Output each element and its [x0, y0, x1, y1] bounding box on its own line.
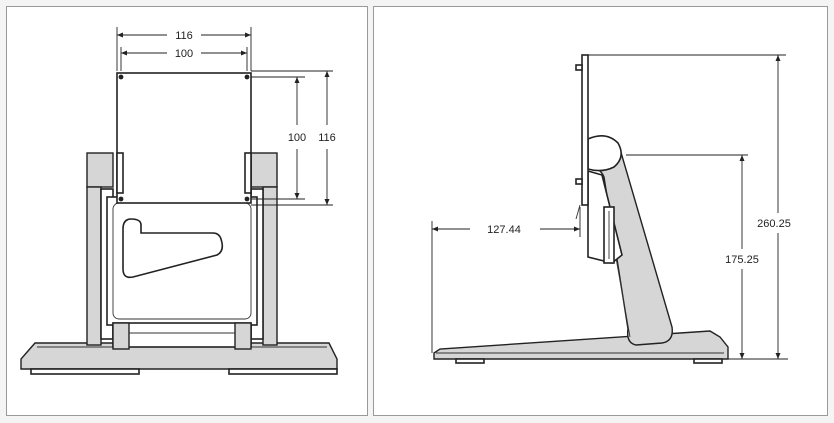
vesa-clip-left	[116, 152, 124, 194]
dim-offset: 127.44	[431, 207, 581, 353]
dim-width-inner-label: 100	[175, 48, 193, 60]
side-foot-right	[693, 358, 723, 364]
front-hinge-left	[86, 152, 114, 188]
front-hinge-right	[250, 152, 278, 188]
dim-offset-label: 127.44	[487, 224, 521, 236]
side-hinge	[587, 135, 622, 172]
dim-height-outer: 116	[251, 70, 336, 206]
side-screw-bottom	[575, 178, 583, 185]
vesa-hole-bl	[118, 196, 124, 202]
vesa-hole-tl	[118, 74, 124, 80]
dim-height-inner-label: 100	[288, 132, 306, 144]
front-upright-left	[86, 186, 102, 346]
dim-height-outer-label: 116	[318, 132, 336, 144]
vesa-hole-tr	[244, 74, 250, 80]
front-foot-left	[30, 368, 140, 375]
vesa-hole-br	[244, 196, 250, 202]
front-upright-right	[262, 186, 278, 346]
dim-width-inner: 100	[120, 47, 248, 71]
dim-width-outer-label: 116	[175, 30, 193, 42]
dim-total-height: 260.25	[588, 54, 791, 359]
side-screw-top	[575, 64, 583, 71]
dim-width-outer: 116	[116, 27, 252, 71]
side-foot-left	[455, 358, 485, 364]
front-view-drawing: 116 100 100	[20, 27, 338, 375]
front-lower-tab-right	[234, 322, 252, 350]
vesa-clip-right	[244, 152, 252, 194]
front-lower-plate	[112, 322, 252, 348]
side-mount-plate	[581, 54, 589, 206]
side-view-drawing: 127.44 175.25 260.25	[431, 54, 791, 364]
front-view-panel: 116 100 100	[6, 6, 368, 416]
dim-pivot-height-label: 175.25	[725, 254, 759, 266]
dim-pivot-height: 175.25	[626, 154, 788, 360]
dim-total-height-label: 260.25	[757, 218, 791, 230]
dim-height-inner: 100	[251, 76, 306, 200]
front-foot-right	[228, 368, 338, 375]
front-handle-cutout	[122, 218, 224, 279]
front-lower-tab-left	[112, 322, 130, 350]
vesa-plate	[116, 72, 252, 204]
side-view-panel: 127.44 175.25 260.25	[373, 6, 828, 416]
side-base	[433, 330, 729, 360]
